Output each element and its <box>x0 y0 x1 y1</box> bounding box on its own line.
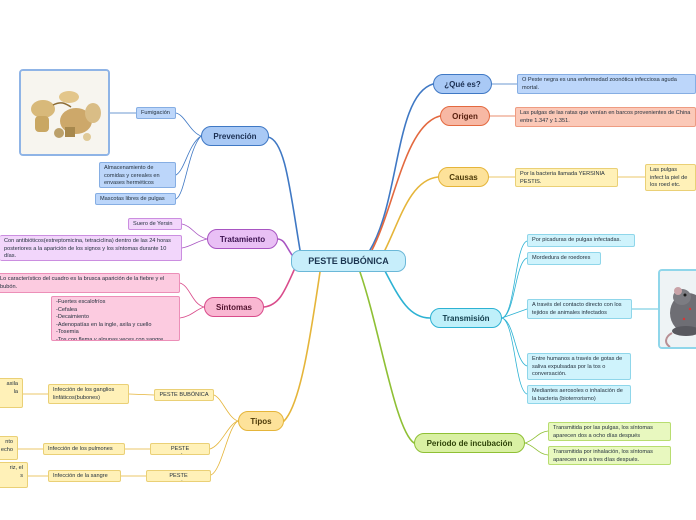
tipo-description[interactable]: Infección de los pulmones <box>43 443 125 455</box>
transmision-item[interactable]: Por picaduras de pulgas infectadas. <box>527 234 635 247</box>
prevencion-item[interactable]: Almacenamiento de comidas y cereales en … <box>99 162 176 188</box>
sintomas-list[interactable]: -Fuertes escalofríos -Cefalea -Decaimien… <box>51 296 180 341</box>
tipo-name[interactable]: PESTE SEPTICÉMICA <box>146 470 211 482</box>
transmision-item[interactable]: Mordedura de roedores <box>527 252 601 265</box>
incubacion-item[interactable]: Transmitida por inhalación, los síntomas… <box>548 446 671 465</box>
que-es-description[interactable]: O Peste negra es una enfermedad zoonótic… <box>517 74 696 94</box>
branch-tratamiento[interactable]: Tratamiento <box>207 229 278 249</box>
branch-sintomas[interactable]: Síntomas <box>204 297 264 317</box>
tipo-description[interactable]: Infección de los ganglios linfáticos(bub… <box>48 384 129 404</box>
tipo-detail[interactable]: axila la <box>0 378 23 408</box>
origen-description[interactable]: Las pulgas de las ratas que venían en ba… <box>515 107 696 127</box>
branch-periodo-incubacion[interactable]: Periodo de incubación <box>414 433 525 453</box>
fumigation-image <box>19 69 110 156</box>
tipo-detail[interactable]: nto echo <box>0 436 18 460</box>
tratamiento-item[interactable]: Con antibióticos(estreptomicina, tetraci… <box>0 235 182 261</box>
transmision-item[interactable]: Entre humanos a través de gotas de saliv… <box>527 353 631 380</box>
sintomas-item[interactable]: Lo característico del cuadro es la brusc… <box>0 273 180 293</box>
branch-prevencion[interactable]: Prevención <box>201 126 269 146</box>
branch-transmision[interactable]: Transmisión <box>430 308 502 328</box>
transmision-item[interactable]: Mediantes aerosoles o inhalación de la b… <box>527 385 631 404</box>
tipo-detail[interactable]: riz, el s <box>0 462 28 488</box>
causas-description[interactable]: Por la bacteria llamada YERSINIA PESTIS. <box>515 168 618 187</box>
tipo-name[interactable]: PESTE BUBÓNICA <box>154 389 214 401</box>
causas-subtopic[interactable]: Las pulgas infect la piel de los roed et… <box>645 164 696 191</box>
tipo-description[interactable]: Infección de la sangre <box>48 470 121 482</box>
transmision-item[interactable]: A través del contacto directo con los te… <box>527 299 632 319</box>
rat-image <box>658 269 696 349</box>
branch-que-es[interactable]: ¿Qué es? <box>433 74 492 94</box>
rat-illustration <box>660 271 696 347</box>
branch-origen[interactable]: Origen <box>440 106 490 126</box>
incubacion-item[interactable]: Transmitida por las pulgas, los síntomas… <box>548 422 671 441</box>
central-topic[interactable]: PESTE BUBÓNICA <box>291 250 406 272</box>
tratamiento-item[interactable]: Suero de Yersin <box>128 218 182 230</box>
branch-causas[interactable]: Causas <box>438 167 489 187</box>
tipo-name[interactable]: PESTE NEUMÓNICA <box>150 443 210 455</box>
prevencion-item[interactable]: Mascotas libres de pulgas <box>95 193 176 205</box>
fumigation-illustration <box>21 71 108 154</box>
prevencion-item[interactable]: Fumigación <box>136 107 176 119</box>
branch-tipos[interactable]: Tipos <box>238 411 284 431</box>
